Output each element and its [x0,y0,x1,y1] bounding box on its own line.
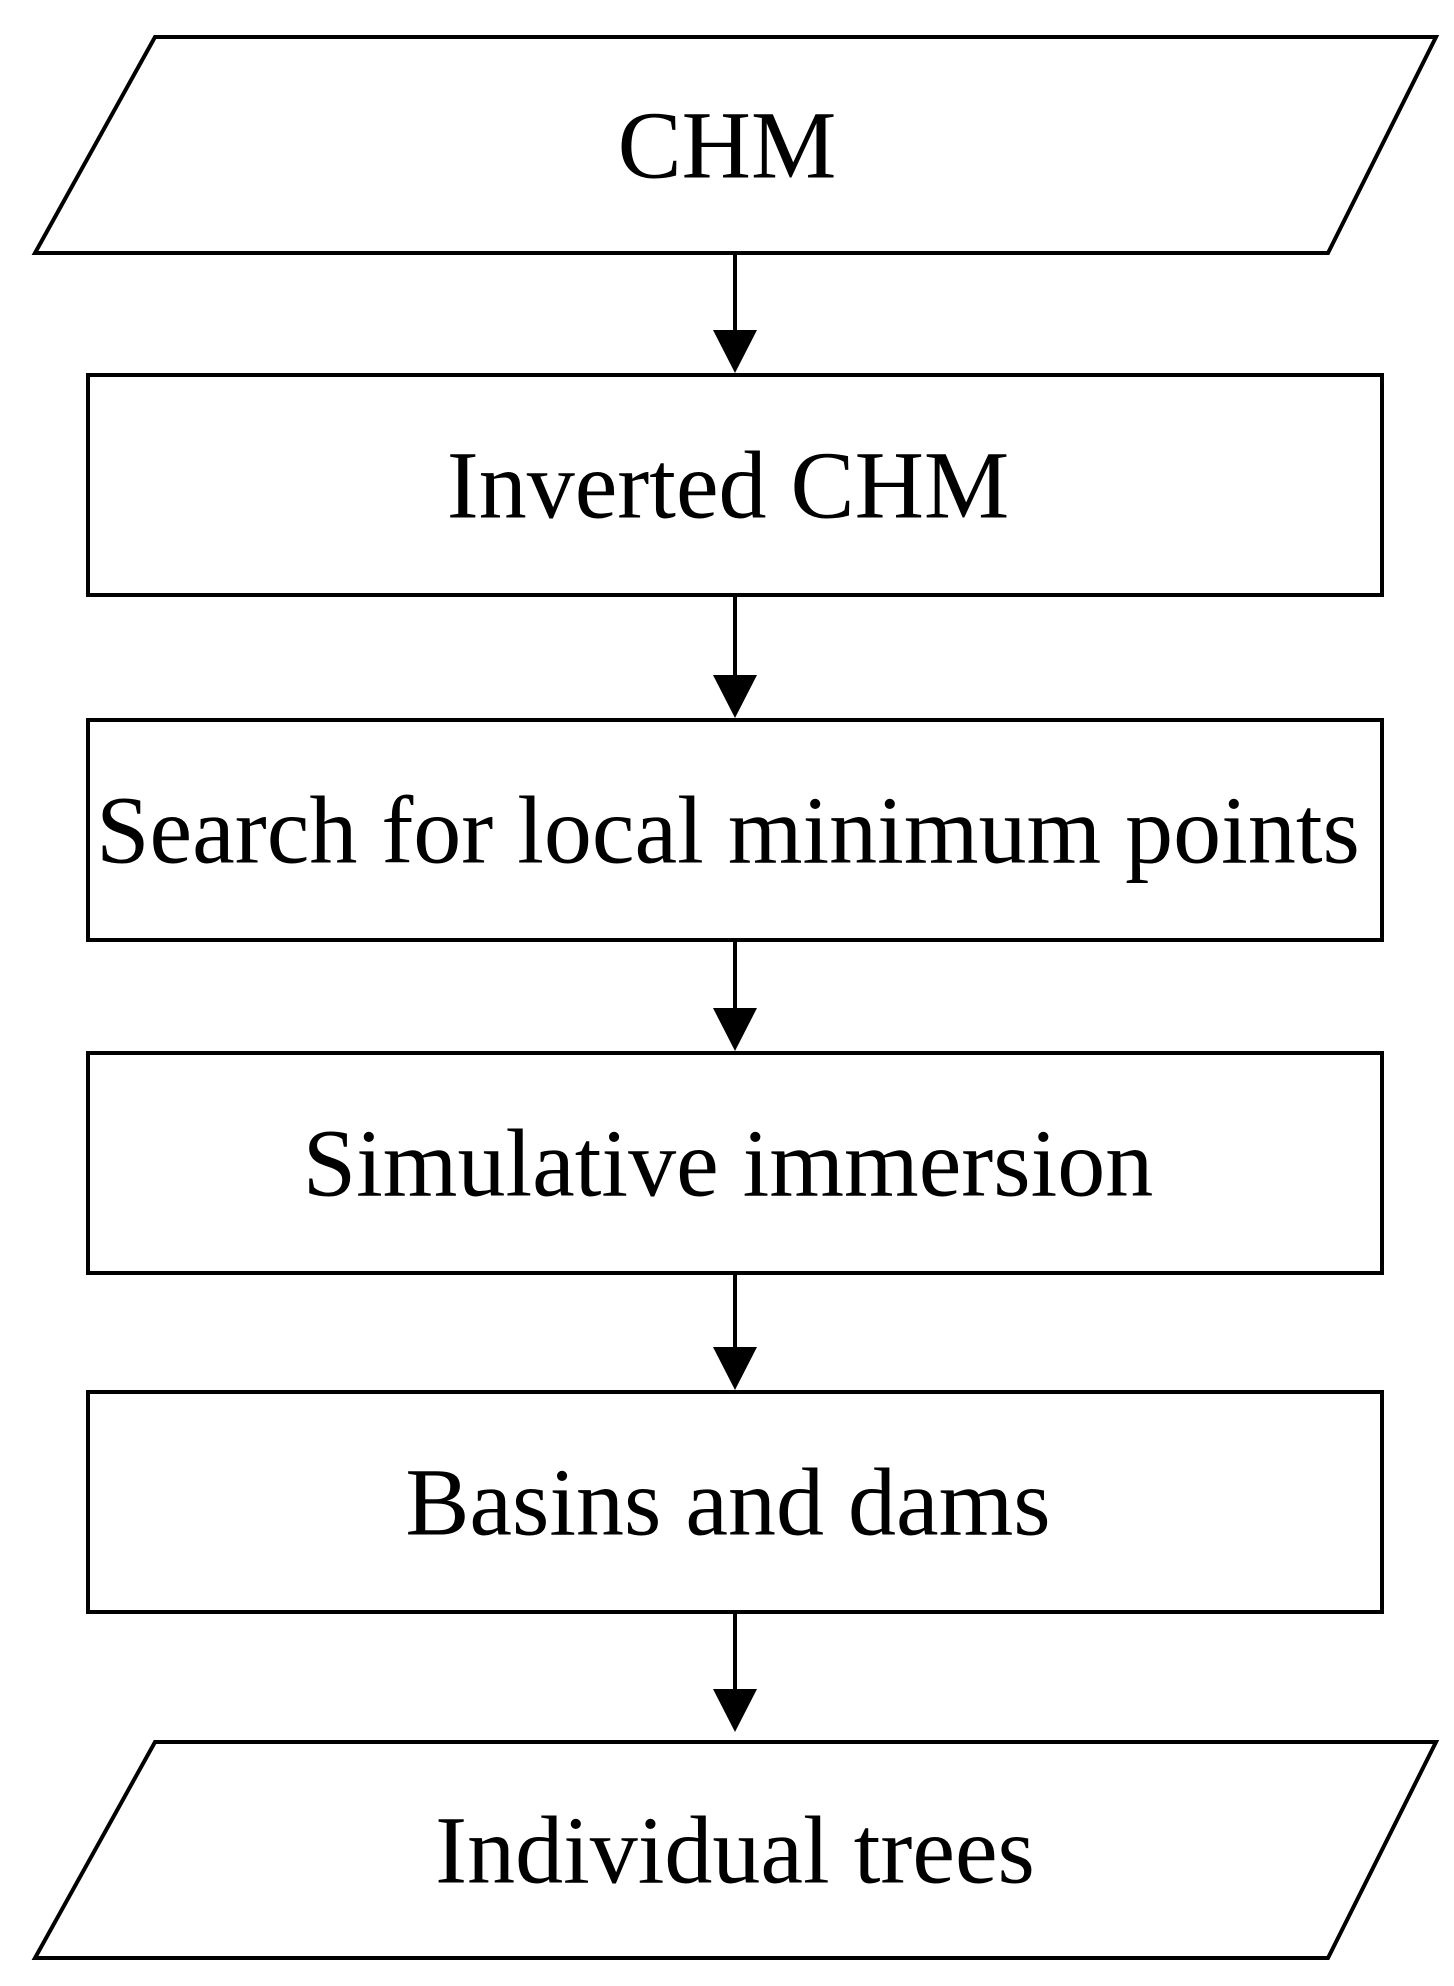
node-inverted-chm-label: Inverted CHM [447,432,1010,539]
node-local-minimum-label: Search for local minimum points [96,777,1360,884]
node-basins-dams: Basins and dams [86,1390,1384,1614]
node-inverted-chm-shape [86,373,1384,597]
arrow-simulative-immersion-to-basins-dams [713,1273,757,1390]
node-basins-dams-label: Basins and dams [405,1449,1050,1556]
node-chm: CHM [31,35,1440,255]
node-simulative-immersion-label: Simulative immersion [303,1110,1154,1217]
node-individual-trees-label: Individual trees [435,1797,1035,1904]
node-individual-trees: Individual trees [31,1740,1440,1960]
node-local-minimum-shape [86,718,1384,942]
arrow-inverted-chm-to-local-minimum [713,595,757,718]
arrow-chm-to-inverted-chm [713,253,757,373]
node-simulative-immersion: Simulative immersion [86,1051,1384,1275]
node-simulative-immersion-shape [86,1051,1384,1275]
node-basins-dams-shape [86,1390,1384,1614]
node-chm-shape [31,35,1440,255]
node-local-minimum: Search for local minimum points [86,718,1384,942]
arrow-basins-dams-to-individual-trees [713,1612,757,1732]
node-chm-label: CHM [618,92,837,199]
node-inverted-chm: Inverted CHM [86,373,1384,597]
arrow-local-minimum-to-simulative-immersion [713,940,757,1051]
node-individual-trees-shape [31,1740,1440,1960]
